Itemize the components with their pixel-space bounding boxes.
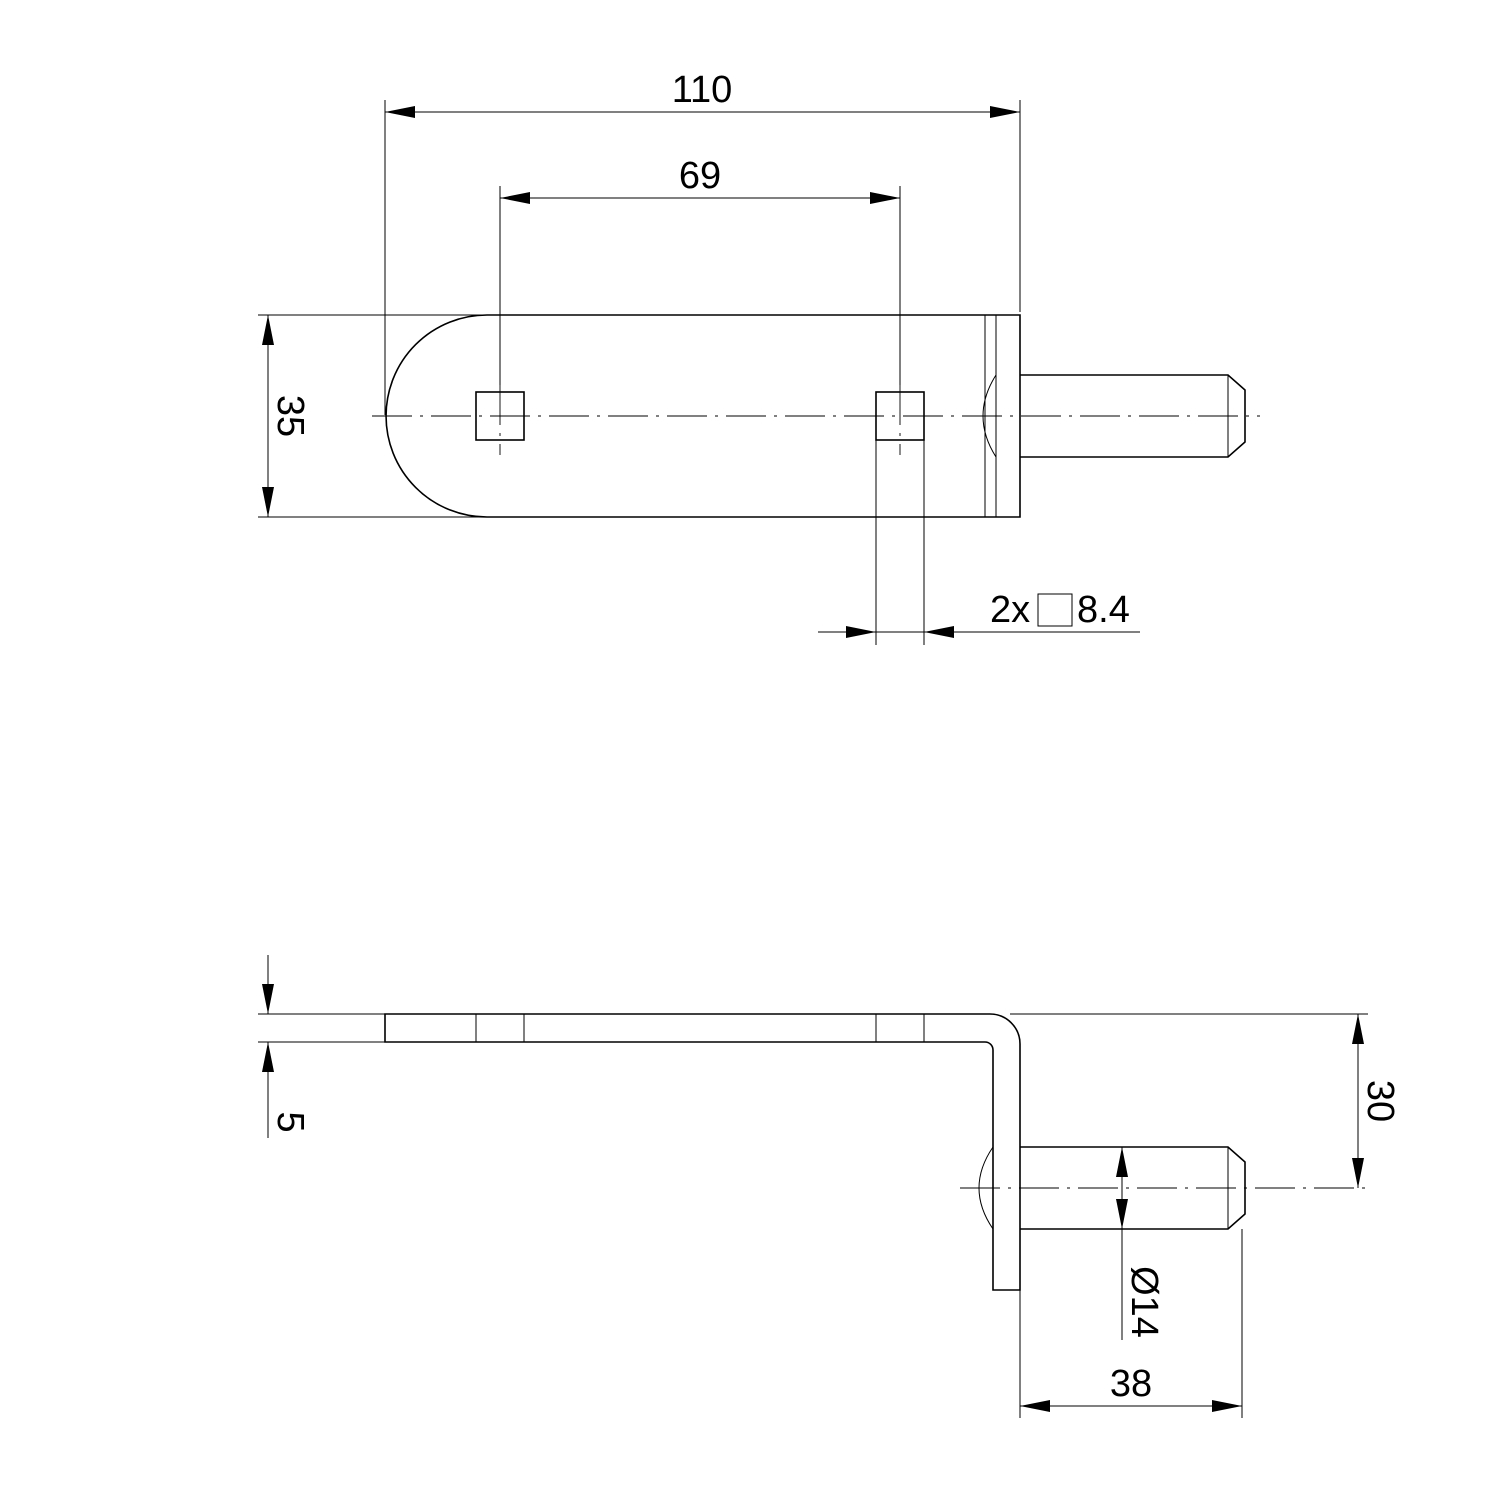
dim-text-pin-height: 30 [1359,1080,1401,1122]
dim-text-hole-spacing: 69 [679,155,721,197]
arrowhead [1352,1158,1364,1188]
dimension-pin-diameter: Ø14 [1116,1147,1165,1340]
dim-text-hole-count: 2x [990,589,1030,631]
bent-plate-outline [384,1013,1021,1291]
arrowhead [1116,1147,1128,1177]
arrowhead [500,192,530,204]
arrowhead [846,626,876,638]
arrowhead [262,487,274,517]
dim-text-thickness: 5 [269,1111,311,1132]
dimension-110: 110 [384,69,1021,415]
pin-outline [1020,374,1246,458]
arrowhead [262,984,274,1014]
dimension-69: 69 [499,155,901,385]
dim-text-pin-diameter: Ø14 [1123,1266,1165,1338]
plate-outline [385,314,1021,518]
arrowhead [1020,1400,1050,1412]
arrowhead [262,315,274,345]
top-view: 110 69 35 2x 8.4 [258,69,1260,645]
dimension-hole-size: 2x 8.4 [818,440,1140,645]
arrowhead [924,626,954,638]
dimension-35: 35 [258,314,487,518]
arrowhead [870,192,900,204]
dim-text-pin-length: 38 [1110,1363,1152,1405]
arrowhead [385,106,415,118]
dimension-30: 30 [1010,1013,1401,1188]
dimension-38: 38 [1019,1229,1243,1418]
dimension-5: 5 [258,955,385,1138]
arrowhead [1116,1199,1128,1229]
dim-text-width: 35 [269,395,311,437]
dim-text-overall-length: 110 [672,69,733,111]
side-view: 5 30 Ø14 38 [258,955,1401,1418]
square-symbol-icon [1037,593,1073,627]
arrowhead [1352,1014,1364,1044]
arrowhead [262,1042,274,1072]
arrowhead [1212,1400,1242,1412]
dim-text-hole-size: 8.4 [1077,589,1130,631]
arrowhead [990,106,1020,118]
